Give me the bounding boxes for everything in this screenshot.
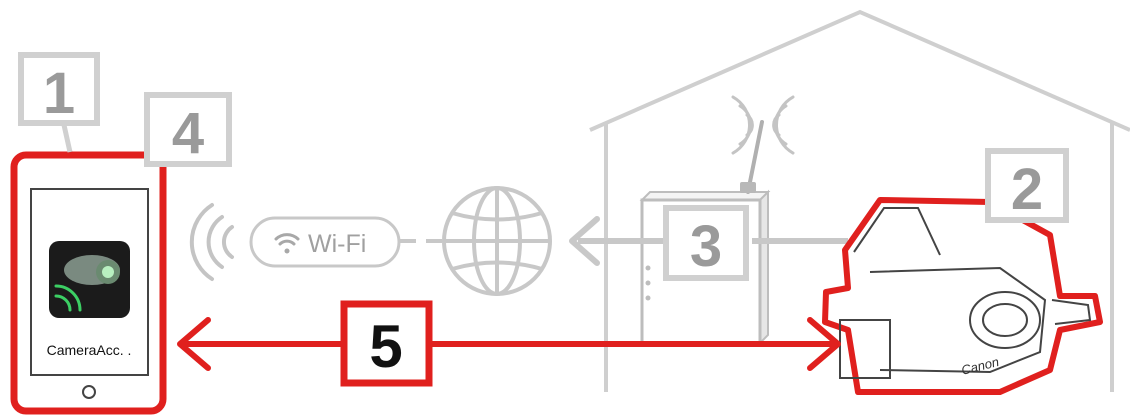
step-1-label: 1 [43, 61, 75, 126]
step-4-marker: 4 [147, 95, 229, 166]
camcorder: Canon [825, 200, 1100, 392]
step-3-marker: 3 [666, 208, 746, 279]
wifi-label: Wi-Fi [308, 230, 366, 258]
step-2-label: 2 [1011, 157, 1043, 222]
phone-signal-icon [192, 205, 232, 279]
step-2-marker: 2 [988, 151, 1066, 222]
wifi-pill: Wi-Fi [251, 218, 399, 266]
step-3-label: 3 [690, 214, 722, 279]
step-5-marker: 5 [344, 304, 429, 383]
step-4-label: 4 [172, 101, 204, 166]
step-1-marker: 1 [21, 55, 97, 152]
camera-access-app-icon [49, 241, 130, 318]
globe-icon [444, 188, 550, 294]
app-label: CameraAcc. . [47, 342, 132, 358]
smartphone: CameraAcc. . [14, 155, 163, 411]
step-5-label: 5 [369, 313, 402, 380]
